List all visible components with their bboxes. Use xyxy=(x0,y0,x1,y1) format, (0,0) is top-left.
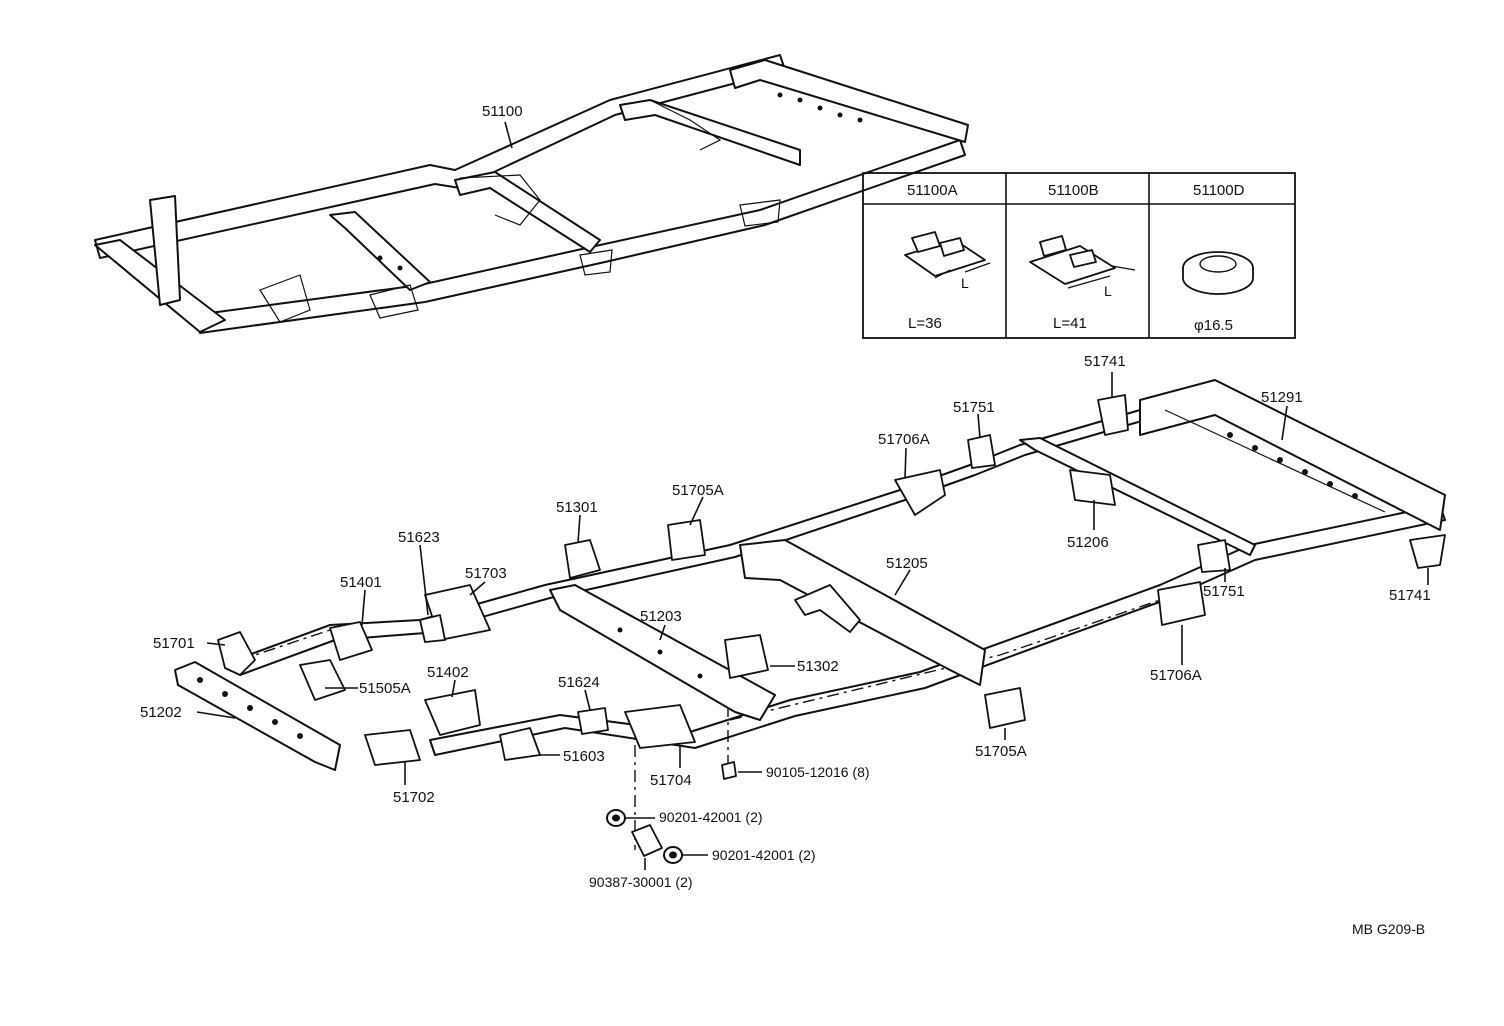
callout-51624: 51624 xyxy=(558,674,600,691)
callout-51206: 51206 xyxy=(1067,534,1109,551)
inset-header-51100a: 51100A xyxy=(907,182,958,199)
callout-51751-top: 51751 xyxy=(953,399,995,416)
inset-header-51100b: 51100B xyxy=(1048,182,1099,199)
inset-header-51100d: 51100D xyxy=(1193,182,1245,199)
part-51402 xyxy=(424,689,481,736)
part-51751-top xyxy=(967,434,996,469)
callout-51751-bot: 51751 xyxy=(1203,583,1245,600)
inset-dim-b: L xyxy=(1104,283,1112,299)
part-51705a-top xyxy=(667,519,706,561)
callout-51741-bot: 51741 xyxy=(1389,587,1431,604)
part-51302 xyxy=(724,634,769,679)
callout-51705a-bot: 51705A xyxy=(975,743,1027,760)
callout-51706a-top: 51706A xyxy=(878,431,930,448)
part-51741-top xyxy=(1097,394,1129,436)
top-frame-label: 51100 xyxy=(482,103,523,120)
callout-51702: 51702 xyxy=(393,789,435,806)
callout-51302: 51302 xyxy=(797,658,839,675)
callout-51706a-bot: 51706A xyxy=(1150,667,1202,684)
leader-lines xyxy=(196,372,1429,870)
callout-51202: 51202 xyxy=(140,704,182,721)
collar-90387 xyxy=(631,824,663,857)
part-51751-bot xyxy=(1197,539,1231,573)
callout-51741-top: 51741 xyxy=(1084,353,1126,370)
callout-washer-lower: 90201-42001 (2) xyxy=(712,847,816,863)
callout-51205: 51205 xyxy=(886,555,928,572)
part-51741-bot xyxy=(1409,534,1446,569)
callout-51291: 51291 xyxy=(1261,389,1303,406)
callout-51703: 51703 xyxy=(465,565,507,582)
callout-51301: 51301 xyxy=(556,499,598,516)
variant-table xyxy=(862,172,1296,339)
part-51705a-bot xyxy=(984,687,1026,729)
part-51505a xyxy=(299,659,346,701)
part-51301 xyxy=(564,539,601,579)
callout-51603: 51603 xyxy=(563,748,605,765)
part-51702 xyxy=(364,729,421,766)
callout-51705a-top: 51705A xyxy=(672,482,724,499)
callout-bolt-90105: 90105-12016 (8) xyxy=(766,764,870,780)
callout-51401: 51401 xyxy=(340,574,382,591)
inset-note-b: L=41 xyxy=(1053,315,1087,332)
inset-note-d: φ16.5 xyxy=(1194,317,1233,334)
assembled-frame-drawing xyxy=(94,54,969,334)
part-51704 xyxy=(624,704,696,749)
callout-51701: 51701 xyxy=(153,635,195,652)
part-51401 xyxy=(329,621,373,661)
part-51701 xyxy=(217,631,256,676)
callout-51704: 51704 xyxy=(650,772,692,789)
callout-51623: 51623 xyxy=(398,529,440,546)
part-51706a-bot xyxy=(1157,581,1206,626)
bolt-90105 xyxy=(721,761,737,780)
inset-dim-a: L xyxy=(961,275,969,291)
callout-collar-90387: 90387-30001 (2) xyxy=(589,874,693,890)
exploded-frame-drawing xyxy=(174,379,1446,864)
callout-51505a: 51505A xyxy=(359,680,411,697)
callout-51402: 51402 xyxy=(427,664,469,681)
callout-51203: 51203 xyxy=(640,608,682,625)
part-51624 xyxy=(577,707,609,735)
part-51623 xyxy=(419,614,446,643)
diagram-code: MB G209-B xyxy=(1352,921,1425,937)
inset-note-a: L=36 xyxy=(908,315,942,332)
part-51706a-top xyxy=(894,469,946,516)
callout-washer-upper: 90201-42001 (2) xyxy=(659,809,763,825)
